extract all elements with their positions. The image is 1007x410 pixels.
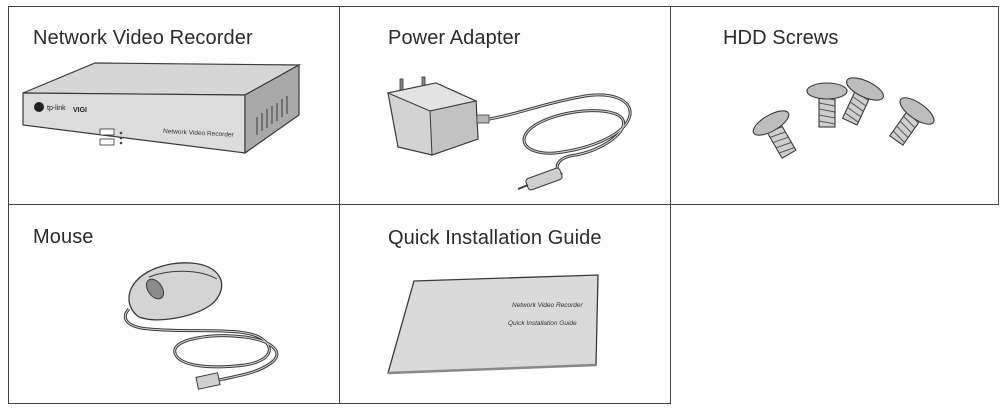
item-label-quick-guide: Quick Installation Guide xyxy=(388,227,602,249)
item-cell-quick-guide: Quick Installation Guide Network Video R… xyxy=(339,204,671,404)
usb-connector-icon xyxy=(195,372,221,390)
mouse-illustration xyxy=(123,262,279,390)
screw-icon xyxy=(841,77,884,126)
nvr-model-text: VIGI xyxy=(73,107,87,114)
item-cell-mouse: Mouse xyxy=(8,204,340,404)
item-cell-nvr: Network Video Recorder tp-link VIGI xyxy=(8,6,340,205)
item-cell-power-adapter: Power Adapter xyxy=(339,6,671,205)
nvr-brand-text: tp-link xyxy=(47,105,66,112)
screw-icon xyxy=(806,82,848,128)
item-label-nvr: Network Video Recorder xyxy=(33,27,253,49)
quick-guide-illustration: Network Video Recorder Quick Installatio… xyxy=(387,274,599,375)
guide-title-line1: Network Video Recorder xyxy=(512,302,584,309)
item-cell-hdd-screws: HDD Screws xyxy=(670,6,999,205)
item-label-power-adapter: Power Adapter xyxy=(388,27,521,49)
guide-title-line2: Quick Installation Guide xyxy=(508,320,577,327)
nvr-illustration: tp-link VIGI Network Video Recorder xyxy=(22,62,302,155)
item-label-mouse: Mouse xyxy=(33,226,94,248)
usb-port-icon xyxy=(99,138,115,146)
screw-icon xyxy=(752,110,797,159)
hdd-screws-illustration xyxy=(752,77,935,159)
nvr-panel-text: Network Video Recorder xyxy=(163,128,235,139)
scroll-wheel-icon xyxy=(145,278,165,300)
power-adapter-illustration xyxy=(386,76,632,191)
package-contents-grid: Network Video Recorder tp-link VIGI xyxy=(8,6,999,404)
screw-icon xyxy=(889,97,935,146)
tplink-logo-icon xyxy=(34,102,44,112)
usb-port-icon xyxy=(99,128,115,136)
item-label-hdd-screws: HDD Screws xyxy=(723,27,839,49)
